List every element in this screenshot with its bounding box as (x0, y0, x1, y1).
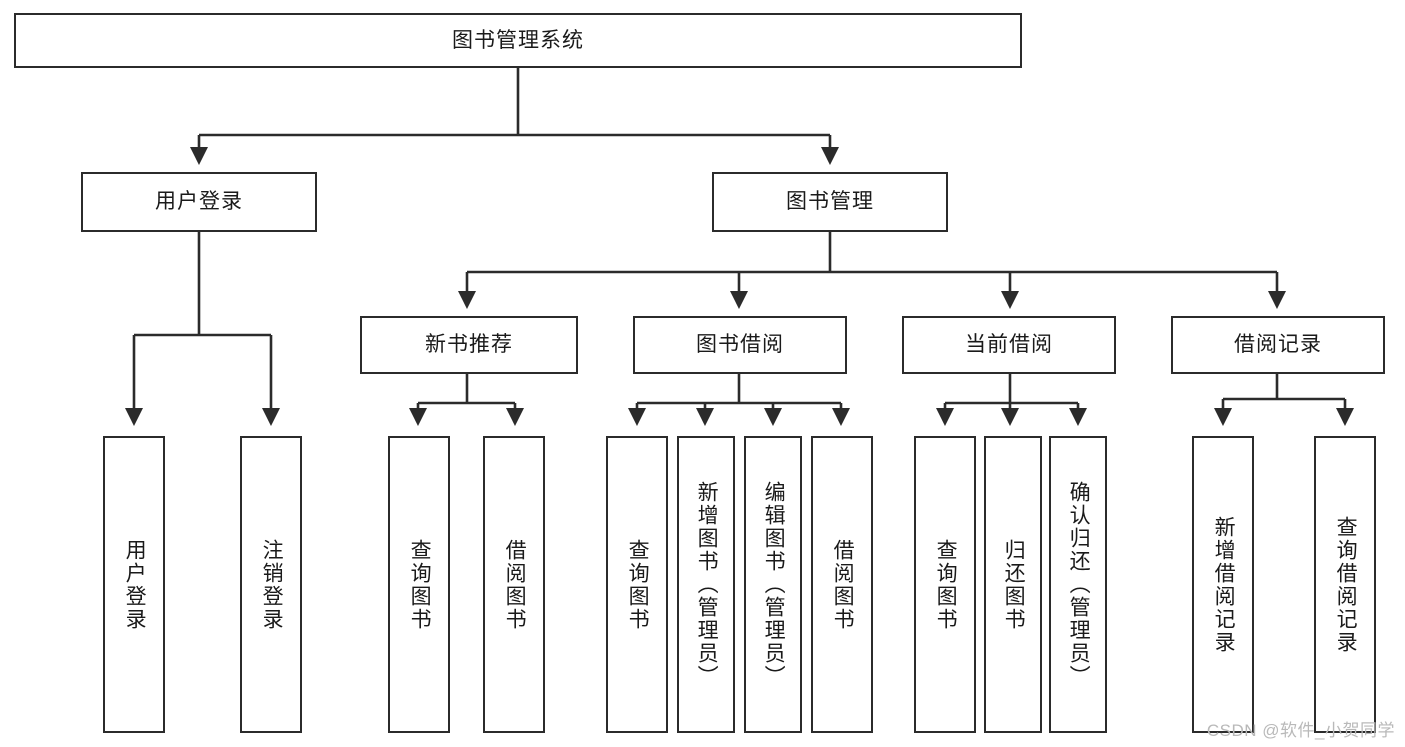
leaf-current-return-book[interactable]: 归还图书 (984, 436, 1042, 733)
node-root-system[interactable]: 图书管理系统 (14, 13, 1022, 68)
node-label: 查询图书 (408, 538, 432, 631)
node-label: 新增借阅记录 (1212, 515, 1236, 654)
node-new-book-recommend[interactable]: 新书推荐 (360, 316, 578, 374)
leaf-current-confirm-return-admin[interactable]: 确认归还（管理员） (1049, 436, 1107, 733)
csdn-watermark: CSDN @软件_小贺同学 (1206, 721, 1395, 740)
node-label: 新增图书（管理员） (695, 481, 719, 688)
node-book-borrow[interactable]: 图书借阅 (633, 316, 847, 374)
leaf-borrow-query-book[interactable]: 查询图书 (606, 436, 668, 733)
node-current-borrow[interactable]: 当前借阅 (902, 316, 1116, 374)
node-label: 查询图书 (934, 538, 958, 631)
node-label: 注销登录 (260, 538, 284, 631)
leaf-borrow-borrow-book[interactable]: 借阅图书 (811, 436, 873, 733)
node-borrow-record[interactable]: 借阅记录 (1171, 316, 1385, 374)
node-label: 借阅记录 (1234, 333, 1322, 357)
node-label: 查询图书 (626, 538, 650, 631)
node-user-login[interactable]: 用户登录 (81, 172, 317, 232)
node-label: 编辑图书（管理员） (762, 481, 786, 688)
node-label: 图书借阅 (696, 333, 784, 357)
leaf-recommend-borrow-book[interactable]: 借阅图书 (483, 436, 545, 733)
node-book-manage[interactable]: 图书管理 (712, 172, 948, 232)
leaf-borrow-edit-book-admin[interactable]: 编辑图书（管理员） (744, 436, 802, 733)
node-label: 确认归还（管理员） (1067, 481, 1091, 688)
leaf-user-login[interactable]: 用户登录 (103, 436, 165, 733)
leaf-borrow-add-book-admin[interactable]: 新增图书（管理员） (677, 436, 735, 733)
node-label: 借阅图书 (831, 538, 855, 631)
node-label: 新书推荐 (425, 333, 513, 357)
node-label: 借阅图书 (503, 538, 527, 631)
leaf-current-query-book[interactable]: 查询图书 (914, 436, 976, 733)
node-label: 用户登录 (123, 538, 147, 631)
leaf-record-add-borrow-record[interactable]: 新增借阅记录 (1192, 436, 1254, 733)
node-label: 图书管理系统 (452, 28, 584, 52)
node-label: 归还图书 (1002, 538, 1026, 631)
node-label: 查询借阅记录 (1334, 515, 1358, 654)
node-label: 当前借阅 (965, 333, 1053, 357)
leaf-record-query-borrow-record[interactable]: 查询借阅记录 (1314, 436, 1376, 733)
leaf-logout-login[interactable]: 注销登录 (240, 436, 302, 733)
node-label: 图书管理 (786, 190, 874, 214)
node-label: 用户登录 (155, 190, 243, 214)
leaf-recommend-query-book[interactable]: 查询图书 (388, 436, 450, 733)
